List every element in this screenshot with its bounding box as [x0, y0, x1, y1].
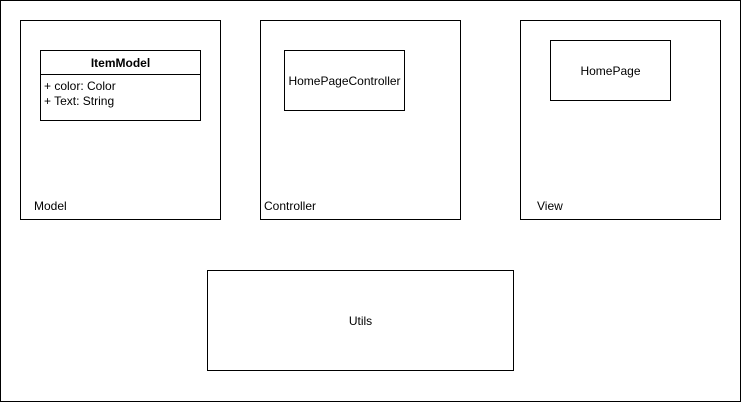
- utils-label: Utils: [348, 313, 373, 328]
- item-model-class: ItemModel + color: Color + Text: String: [40, 50, 201, 121]
- item-model-attribute-text: + Text: String: [44, 94, 115, 108]
- home-page-box: HomePage: [550, 40, 671, 101]
- home-page-controller-box: HomePageController: [284, 50, 405, 111]
- item-model-attributes: + color: Color + Text: String: [41, 75, 200, 109]
- home-page-label: HomePage: [580, 63, 641, 78]
- home-page-controller-label: HomePageController: [288, 73, 401, 88]
- view-package-label: View: [537, 199, 563, 213]
- model-package-label: Model: [34, 199, 67, 213]
- item-model-attribute-color: + color: Color: [44, 79, 116, 93]
- utils-box: Utils: [207, 270, 514, 371]
- item-model-class-name: ItemModel: [41, 51, 200, 75]
- controller-package-label: Controller: [264, 199, 317, 213]
